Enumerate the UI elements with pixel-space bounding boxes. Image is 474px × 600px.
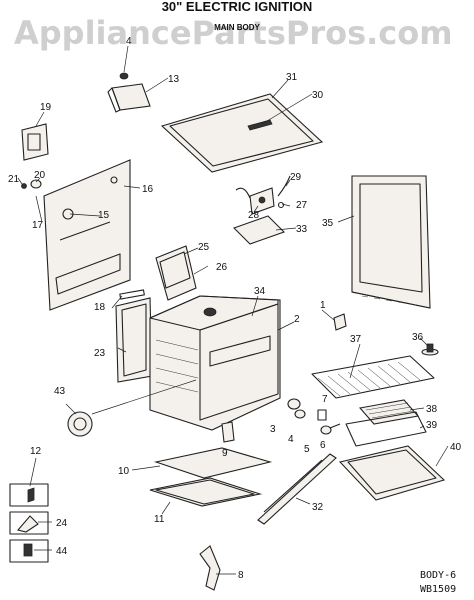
callout-29: 29	[290, 172, 302, 183]
part-33-bracket[interactable]	[232, 215, 286, 245]
part-3-7-control-parts[interactable]	[287, 398, 341, 435]
part-28-ignition-switch[interactable]	[235, 175, 291, 215]
part-20-21-knob[interactable]	[21, 179, 42, 189]
watermark: AppliancePartsPros.com	[14, 14, 453, 52]
callout-23: 23	[94, 348, 106, 359]
part-9-bracket[interactable]	[221, 421, 235, 443]
callout-8: 8	[238, 570, 244, 581]
callout-39: 39	[426, 420, 438, 431]
callout-21: 21	[8, 174, 20, 185]
diagram-code: BODY-6	[420, 570, 456, 581]
callout-34: 34	[254, 286, 266, 297]
part-11-bottom-tray[interactable]	[149, 477, 263, 507]
callout-1: 1	[320, 300, 326, 311]
part-44-bracket[interactable]	[9, 539, 49, 563]
part-2-oven-body[interactable]	[149, 295, 281, 431]
callout-31: 31	[286, 72, 298, 83]
callout-28: 28	[248, 210, 260, 221]
part-23-front-frame[interactable]	[115, 289, 153, 383]
callout-20: 20	[34, 170, 46, 181]
callout-6: 6	[320, 440, 326, 451]
part-32-rail[interactable]	[257, 453, 337, 525]
part-10-bottom-panel[interactable]	[153, 447, 273, 479]
part-8-clip[interactable]	[199, 545, 221, 591]
part-40-storage-drawer[interactable]	[338, 445, 446, 501]
callout-4-lower: 4	[288, 434, 294, 445]
callout-9: 9	[222, 448, 228, 459]
callout-10: 10	[118, 466, 130, 477]
callout-38: 38	[426, 404, 438, 415]
part-25-vent[interactable]	[155, 245, 197, 301]
callout-32: 32	[312, 502, 324, 513]
part-43-knob[interactable]	[67, 411, 93, 437]
callout-36: 36	[412, 332, 424, 343]
part-19-bracket[interactable]	[21, 123, 49, 161]
callout-27: 27	[296, 200, 308, 211]
callout-16: 16	[142, 184, 154, 195]
part-24-bracket[interactable]	[9, 511, 49, 535]
part-31-cooktop-tray[interactable]	[160, 93, 324, 173]
callout-12: 12	[30, 446, 42, 457]
callout-5: 5	[304, 444, 310, 455]
callout-30: 30	[312, 90, 324, 101]
callout-13: 13	[168, 74, 180, 85]
callout-19: 19	[40, 102, 52, 113]
callout-2: 2	[294, 314, 300, 325]
callout-44: 44	[56, 546, 68, 557]
callout-3: 3	[270, 424, 276, 435]
leader-lines	[17, 45, 449, 575]
callout-26: 26	[216, 262, 228, 273]
callout-37: 37	[350, 334, 362, 345]
callout-11: 11	[154, 514, 165, 525]
part-39-broil-pan[interactable]	[345, 411, 427, 447]
callout-4: 4	[126, 36, 132, 47]
callout-25: 25	[198, 242, 210, 253]
callout-15: 15	[98, 210, 110, 221]
part-35-side-panel[interactable]	[351, 175, 431, 309]
diagram-title: 30" ELECTRIC IGNITION	[162, 0, 313, 14]
callout-35: 35	[322, 218, 334, 229]
callout-17: 17	[32, 220, 44, 231]
part-16-side-panel[interactable]	[43, 159, 131, 311]
diagram-reference: WB1509	[420, 584, 456, 595]
part-37-oven-rack[interactable]	[311, 355, 435, 399]
part-12-bracket[interactable]	[9, 483, 49, 507]
callout-33: 33	[296, 224, 308, 235]
diagram-subtitle: MAIN BODY	[214, 23, 260, 32]
callout-7: 7	[322, 394, 328, 405]
part-36-leveling-leg[interactable]	[421, 343, 439, 356]
part-1-bracket[interactable]	[333, 313, 347, 331]
callout-43: 43	[54, 386, 66, 397]
callout-18: 18	[94, 302, 106, 313]
callouts: 4 13 31 30 19 21 20 16 17 15 29 27 28 33…	[8, 36, 462, 581]
callout-24: 24	[56, 518, 68, 529]
callout-40: 40	[450, 442, 462, 453]
part-13-bracket[interactable]	[107, 72, 151, 113]
